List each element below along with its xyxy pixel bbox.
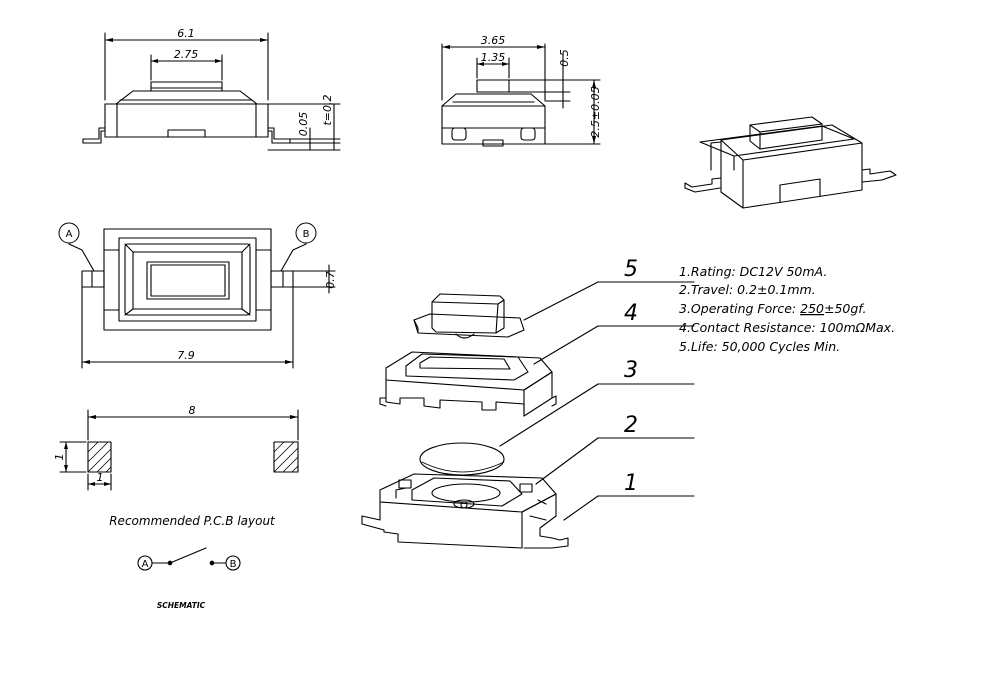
dim-side-width: 3.65	[481, 34, 506, 47]
schematic	[137, 547, 241, 571]
spec-life: 5.Life: 50,000 Cycles Min.	[679, 339, 840, 354]
dim-pcb-pad-width: 1	[97, 471, 104, 484]
callout-2: 2	[624, 413, 638, 438]
terminal-b-label: B	[303, 229, 310, 240]
dim-front-thickness: t=0.2	[321, 94, 334, 125]
terminal-a-label: A	[66, 229, 73, 240]
dim-pcb-pad-height: 1	[53, 454, 66, 461]
callout-1: 1	[624, 471, 638, 496]
spec-rating: 1.Rating: DC12V 50mA.	[679, 264, 827, 279]
part-5-actuator	[413, 293, 525, 339]
dim-front-width: 6.1	[177, 27, 195, 40]
isometric-view	[684, 116, 897, 209]
dim-side-travel: 0.5	[558, 49, 571, 67]
terminal-b-marker	[295, 222, 317, 244]
terminal-a-marker	[58, 222, 80, 244]
dim-top-pin-width: 0.7	[324, 271, 337, 289]
dimension-arrows	[64, 38, 596, 486]
top-view	[68, 228, 336, 369]
spec-travel: 2.Travel: 0.2±0.1mm.	[679, 282, 816, 297]
dim-front-actuator: 2.75	[174, 48, 199, 61]
dim-pcb-span: 8	[189, 404, 196, 417]
part-4-cover	[379, 351, 557, 417]
spec-contact-resistance: 4.Contact Resistance: 100mΩMax.	[679, 320, 895, 335]
pcb-layout-caption: Recommended P.C.B layout	[109, 514, 276, 528]
part-2-base	[361, 473, 569, 549]
callout-3: 3	[624, 358, 638, 383]
part-3-dome	[419, 442, 505, 476]
spec-operating-force: 3.Operating Force: 250±50gf.	[679, 301, 866, 316]
dim-top-overall: 7.9	[177, 349, 195, 362]
schematic-caption: SCHEMATIC	[157, 601, 206, 610]
side-view	[441, 43, 601, 147]
front-view	[82, 32, 341, 151]
dim-side-actuator: 1.35	[481, 51, 506, 64]
schematic-b-label: B	[230, 559, 237, 570]
dim-side-height: 2.5±0.05	[589, 86, 602, 137]
callout-5: 5	[624, 257, 638, 282]
dim-front-lead: 0.05	[297, 112, 310, 137]
specifications: 1.Rating: DC12V 50mA. 2.Travel: 0.2±0.1m…	[679, 264, 895, 354]
callout-4: 4	[624, 301, 638, 326]
schematic-a-label: A	[142, 559, 149, 570]
exploded-view	[361, 281, 695, 549]
